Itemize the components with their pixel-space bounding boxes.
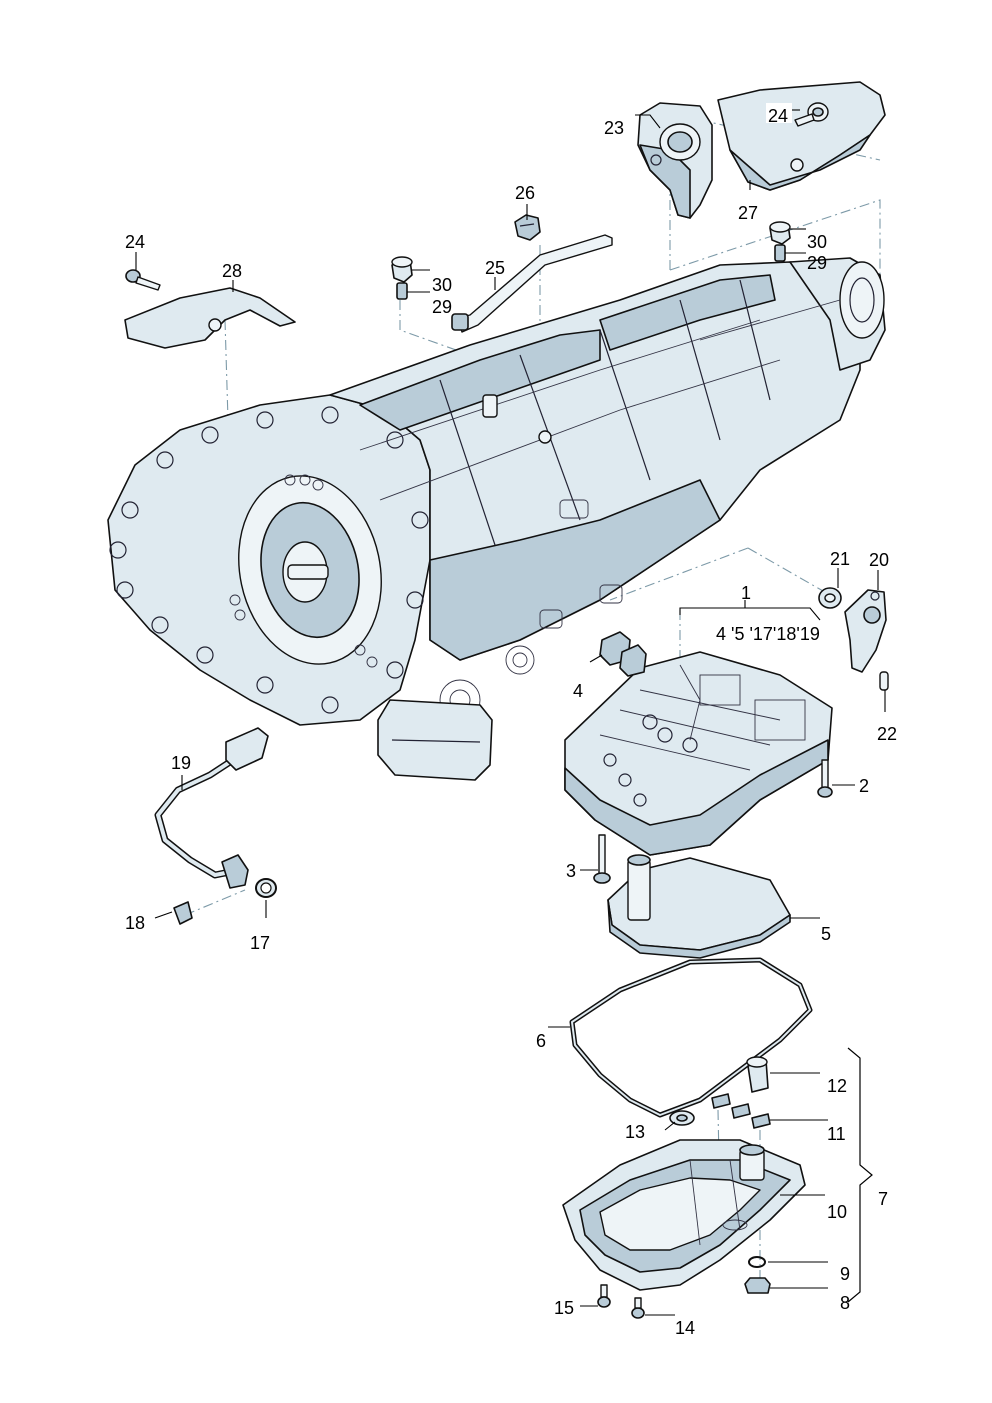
callout-6: 6: [536, 1031, 546, 1051]
callout-7: 7: [878, 1189, 888, 1209]
callout-14: 14: [675, 1318, 695, 1338]
part-3-bolt: [593, 834, 611, 884]
part-24-bolt-left: [125, 269, 161, 291]
callout-26: 26: [515, 183, 535, 203]
part-6-gasket: [569, 957, 813, 1118]
part-4-connectors: [599, 631, 647, 677]
part-12-plug: [746, 1056, 769, 1093]
callout-labels: 23 24 27 26 25 30 29 30 29 24 28 1 4 '5 …: [125, 103, 897, 1338]
part-21-ring: [818, 587, 842, 609]
part-20-bracket: [844, 589, 887, 673]
part-23-mount-bracket: [637, 102, 713, 219]
part-30-cap-left: [391, 256, 413, 283]
part-25-vent-tube: [451, 234, 613, 333]
part-1-valve-body: [564, 651, 833, 856]
callout-1-subparts: 4 '5 '17'18'19: [716, 624, 820, 644]
callout-22: 22: [877, 724, 897, 744]
callout-23: 23: [604, 118, 624, 138]
part-2-bolt: [817, 759, 833, 798]
part-11-clips: [711, 1093, 771, 1129]
callout-20: 20: [869, 550, 889, 570]
callout-10: 10: [827, 1202, 847, 1222]
part-29-plug-left: [396, 282, 408, 300]
part-17-ring: [255, 878, 277, 898]
callout-28: 28: [222, 261, 242, 281]
callout-15: 15: [554, 1298, 574, 1318]
part-27-heat-shield: [717, 81, 886, 191]
part-29-plug-right: [774, 244, 786, 262]
part-14-plug: [631, 1297, 645, 1319]
part-7-oil-pan: [562, 1139, 806, 1291]
part-5-oil-filter: [607, 854, 791, 959]
part-28-shield-plate: [124, 287, 296, 349]
callout-3: 3: [566, 861, 576, 881]
callout-12: 12: [827, 1076, 847, 1096]
callout-25: 25: [485, 258, 505, 278]
transmission-housing: [107, 257, 886, 781]
part-22-pin: [879, 671, 889, 691]
callout-30-right: 30: [807, 232, 827, 252]
callout-4: 4: [573, 681, 583, 701]
part-15-bolt: [597, 1284, 611, 1308]
callout-29-left: 29: [432, 297, 452, 317]
part-9-seal-ring: [748, 1256, 766, 1268]
part-30-cap-right: [769, 221, 791, 245]
part-24-bolt-top: [794, 102, 829, 127]
callout-1: 1: [741, 583, 751, 603]
callout-5: 5: [821, 924, 831, 944]
callout-18: 18: [125, 913, 145, 933]
callout-13: 13: [625, 1122, 645, 1142]
leader-lines: [135, 109, 886, 1316]
part-19-wiring-harness: [154, 727, 269, 889]
callout-11: 11: [827, 1124, 846, 1144]
callout-24-top: 24: [768, 106, 788, 126]
callout-24-left: 24: [125, 232, 145, 252]
callout-17: 17: [250, 933, 270, 953]
callout-9: 9: [840, 1264, 850, 1284]
callout-8: 8: [840, 1293, 850, 1313]
callout-30-left: 30: [432, 275, 452, 295]
part-26-clip: [514, 214, 541, 241]
callout-2: 2: [859, 776, 869, 796]
part-13-washer: [669, 1110, 695, 1126]
callout-19: 19: [171, 753, 191, 773]
callout-29-right: 29: [807, 253, 827, 273]
callout-27: 27: [738, 203, 758, 223]
part-8-drain-plug: [744, 1277, 771, 1294]
callout-21: 21: [830, 549, 850, 569]
part-18-clip: [173, 901, 193, 925]
